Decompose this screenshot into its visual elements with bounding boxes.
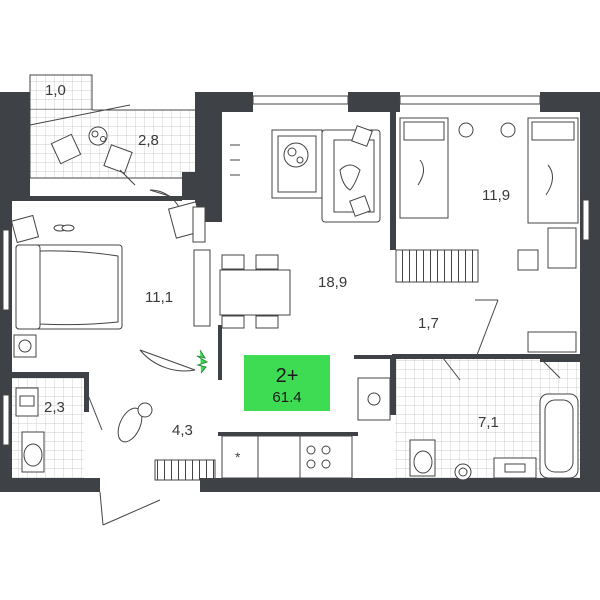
room-label-corridor: 1,7	[418, 315, 439, 332]
room-label-bathroom: 7,1	[478, 414, 499, 431]
balcony-furniture	[50, 126, 136, 186]
room-labels: 1,0 2,8 11,1 18,9 11,9 1,7 2,3 4,3 7,1	[44, 82, 510, 439]
room-label-bedroom: 11,1	[145, 289, 173, 306]
bath-fixtures	[15, 387, 579, 481]
apartment-badge: 2+ 61.4	[244, 355, 330, 411]
badge-rooms: 2+	[276, 365, 299, 387]
balcony-railing	[29, 75, 195, 179]
windows	[2, 95, 590, 446]
bedroom-furniture	[10, 201, 211, 358]
svg-text:*: *	[235, 449, 241, 465]
living-furniture	[219, 125, 381, 329]
room-label-balcony-small: 1,0	[45, 82, 66, 99]
plant-icon	[196, 349, 209, 374]
kids-room-furniture	[399, 117, 579, 353]
room-label-toilet: 2,3	[44, 399, 65, 416]
badge-area: 61.4	[272, 389, 301, 406]
doors	[87, 189, 561, 526]
room-label-balcony: 2,8	[138, 132, 159, 149]
radiators	[154, 249, 479, 481]
kitchen-counter: *	[221, 377, 391, 479]
badge-background	[244, 355, 330, 411]
room-label-living-kitchen: 18,9	[318, 274, 347, 291]
dog-icon	[117, 402, 153, 443]
room-label-kids-room: 11,9	[482, 187, 510, 204]
room-label-hall: 4,3	[172, 422, 193, 439]
